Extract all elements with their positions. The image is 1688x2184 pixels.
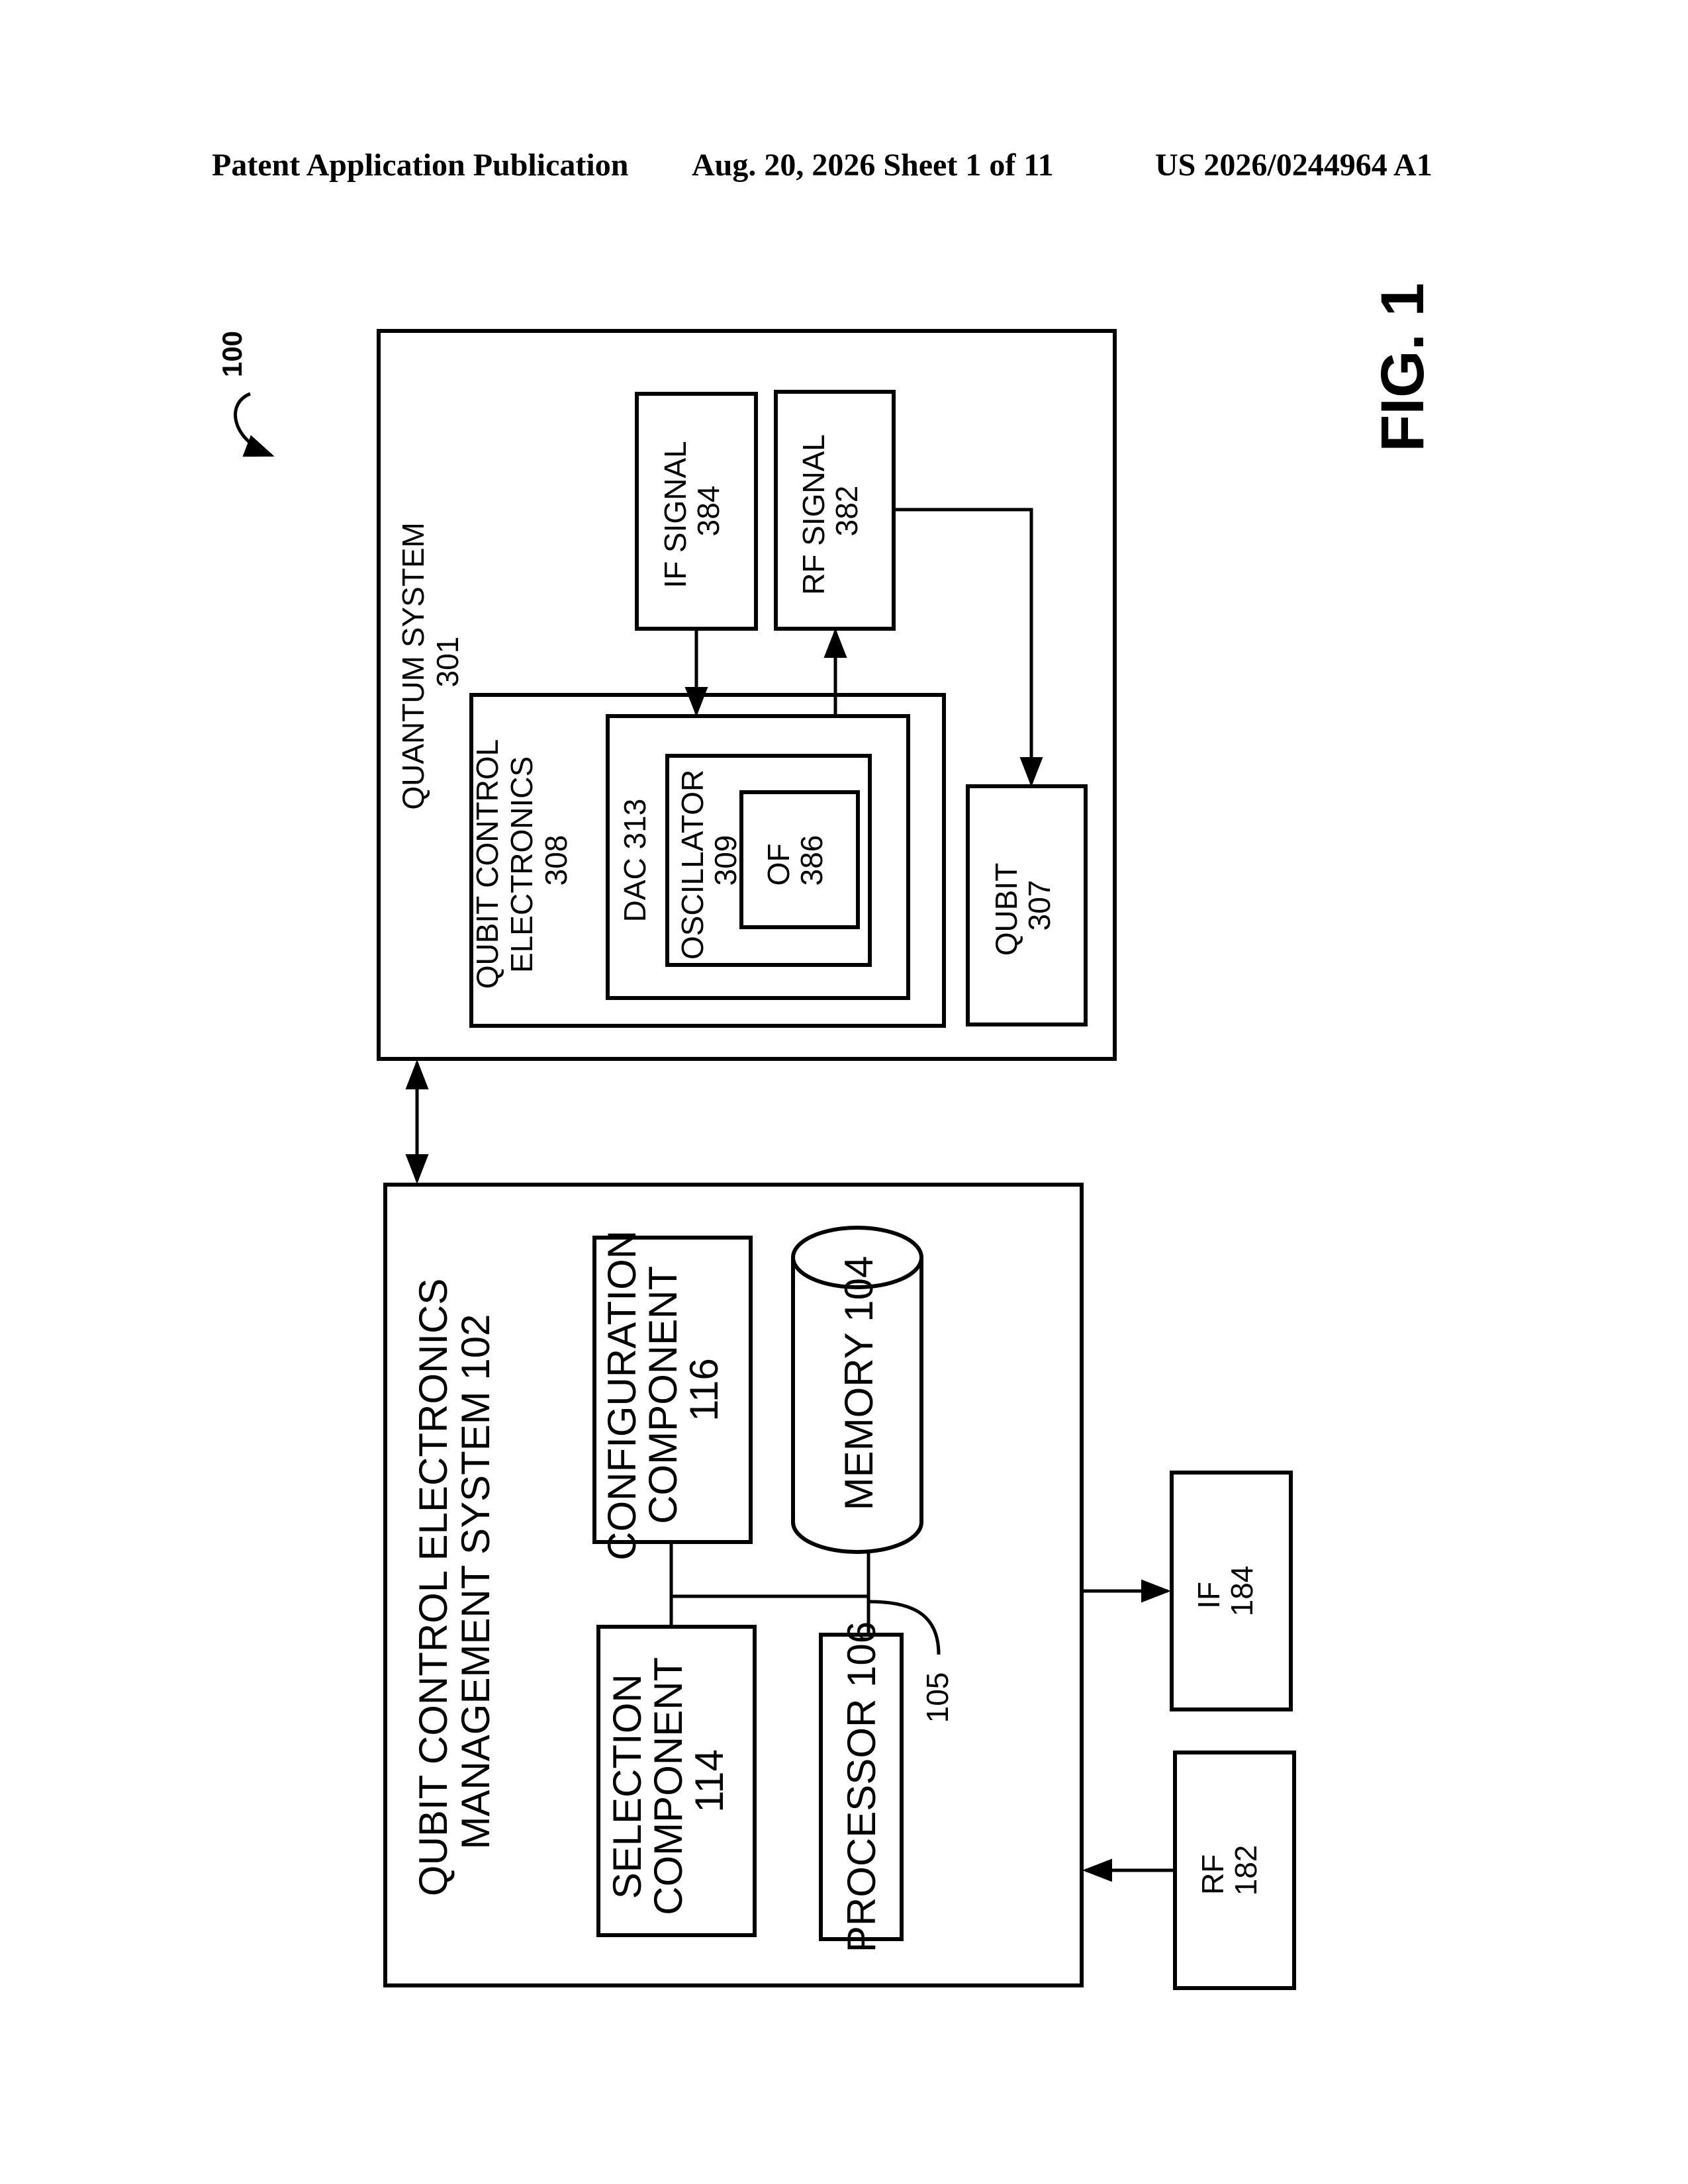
ref-100-leader-arrow [236,394,271,455]
figure-label: FIG. 1 [1369,283,1436,452]
dac-label: DAC 313 [618,799,652,923]
rf-signal-label: RF SIGNAL 382 [796,427,864,595]
configuration-component-label: CONFIGURATION COMPONENT 116 [600,1219,726,1561]
qubit-label: QUBIT 307 [989,855,1056,956]
management-system-label: QUBIT CONTROL ELECTRONICS MANAGEMENT SYS… [411,1267,498,1896]
rf-to-qubit-arrow [894,510,1031,784]
of-label: OF 386 [761,835,829,886]
dac-box [608,716,908,998]
processor-label: PROCESSOR 106 [839,1621,884,1952]
memory-label: MEMORY 104 [837,1256,881,1511]
selection-component-label: SELECTION COMPONENT 114 [605,1647,731,1915]
rf-182-label: RF 182 [1196,1845,1263,1896]
quantum-system-label: QUANTUM SYSTEM 301 [396,514,465,809]
if-184-label: IF 184 [1192,1566,1259,1617]
bus-ref-label: 105 [920,1672,955,1723]
qubit-control-electronics-label: QUBIT CONTROL ELECTRONICS 308 [470,732,573,989]
ref-100-label: 100 [216,331,248,377]
if-signal-label: IF SIGNAL 384 [658,433,726,588]
oscillator-label: OSCILLATOR 309 [675,761,743,960]
